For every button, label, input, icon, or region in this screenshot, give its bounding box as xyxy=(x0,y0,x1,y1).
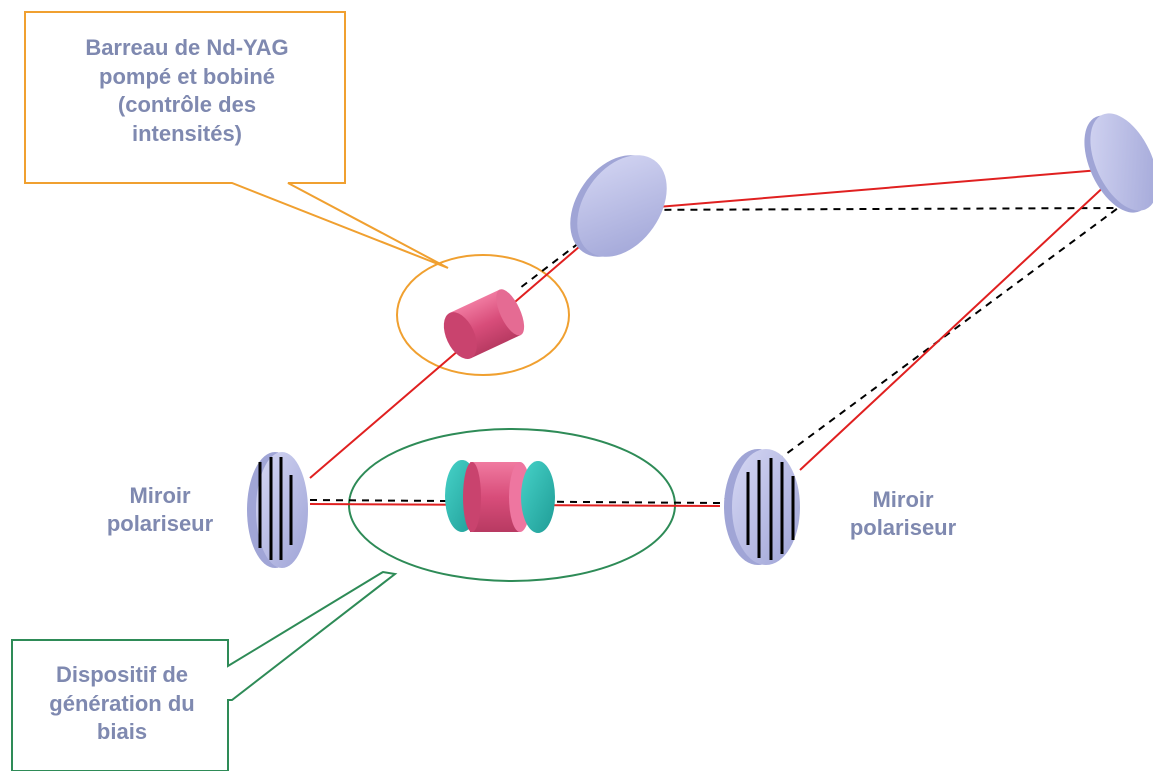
beam-dashed xyxy=(309,206,1122,505)
top-right-mirror xyxy=(1084,113,1153,213)
bias-callout-box xyxy=(11,570,398,771)
nd-yag-callout-text: Barreau de Nd-YAG pompé et bobiné (contr… xyxy=(85,35,289,146)
bias-device xyxy=(445,460,555,533)
right-polarizer-stripes xyxy=(746,458,795,560)
beam-solid xyxy=(309,166,1127,507)
waveplate-right xyxy=(521,461,555,533)
top-mirror xyxy=(570,155,667,257)
left-mirror-label: Miroir polariseur xyxy=(106,483,214,536)
left-polarizer-stripes xyxy=(258,457,293,560)
bias-callout-text: Dispositif de génération du biais xyxy=(49,662,195,745)
left-polarizer-mirror xyxy=(247,452,308,568)
nd-yag-rod xyxy=(443,289,525,359)
nd-yag-highlight-ellipse xyxy=(396,254,570,376)
right-polarizer-mirror xyxy=(724,449,800,565)
right-mirror-label: Miroir polariseur xyxy=(849,487,957,540)
nd-yag-callout xyxy=(24,11,570,376)
nd-yag-callout-box xyxy=(24,11,449,269)
